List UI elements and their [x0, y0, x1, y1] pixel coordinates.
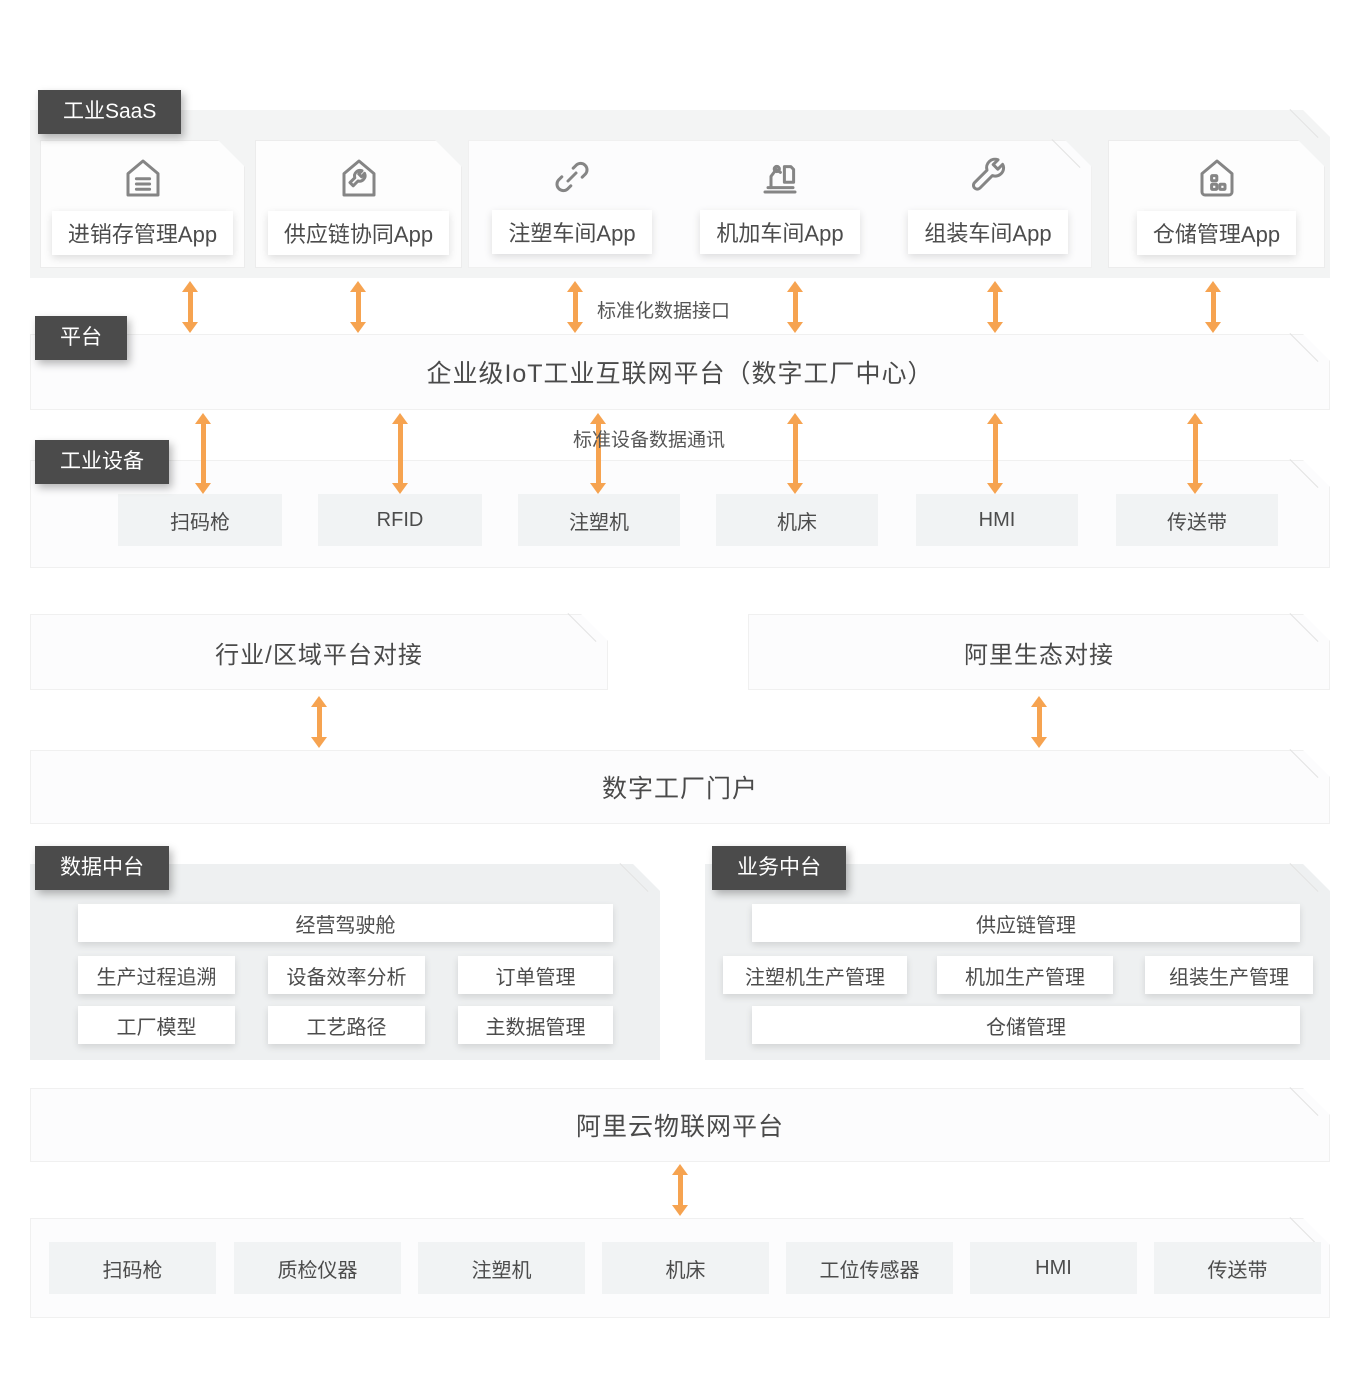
biz-mid-item: 组装生产管理: [1145, 956, 1313, 994]
device-item: 注塑机: [518, 494, 680, 546]
device-item: 机床: [716, 494, 878, 546]
data-mid-item: 工厂模型: [78, 1006, 235, 1044]
double-arrow: [1031, 696, 1047, 748]
saas-section-tag: 工业SaaS: [38, 90, 182, 134]
app-card-assembly: 组装车间App: [884, 140, 1092, 268]
double-arrow: [1187, 413, 1203, 494]
app-card-machining: 机加车间App: [676, 140, 884, 268]
device-item: HMI: [916, 494, 1078, 546]
robot-arm-icon: [763, 164, 797, 194]
biz-mid-item: 仓储管理: [752, 1006, 1300, 1044]
supply-chain-house-icon: [335, 154, 383, 202]
industrial-devices-tag: 工业设备: [35, 440, 169, 484]
chain-link-icon: [555, 161, 589, 193]
app-card-supply-chain: 供应链协同App: [255, 140, 462, 268]
data-mid-item: 主数据管理: [458, 1006, 613, 1044]
double-arrow: [787, 281, 803, 333]
device-item: 扫码枪: [118, 494, 282, 546]
inventory-house-icon: [119, 154, 167, 202]
biz-mid-item: 供应链管理: [752, 904, 1300, 942]
app-label: 供应链协同App: [268, 211, 449, 255]
connector-label: 行业/区域平台对接: [215, 641, 423, 669]
double-arrow: [987, 281, 1003, 333]
data-mid-item: 经营驾驶舱: [78, 904, 613, 942]
platform-tag: 平台: [35, 316, 127, 360]
double-arrow: [672, 1164, 688, 1216]
data-mid-platform-tag: 数据中台: [35, 846, 169, 890]
app-label: 机加车间App: [700, 210, 860, 254]
data-mid-item: 工艺路径: [268, 1006, 425, 1044]
double-arrow: [195, 413, 211, 494]
data-mid-item: 订单管理: [458, 956, 613, 994]
warehouse-icon: [1193, 154, 1241, 202]
double-arrow: [1205, 281, 1221, 333]
industry-region-connector: 行业/区域平台对接: [30, 614, 608, 690]
aliyun-iot-bar: 阿里云物联网平台: [30, 1088, 1330, 1162]
portal-bar: 数字工厂门户: [30, 750, 1330, 824]
double-arrow: [182, 281, 198, 333]
edge-device-item: 质检仪器: [234, 1242, 401, 1294]
app-label: 进销存管理App: [52, 211, 233, 255]
edge-device-item: 注塑机: [418, 1242, 585, 1294]
app-card-injection: 注塑车间App: [468, 140, 676, 268]
double-arrow: [787, 413, 803, 494]
biz-mid-item: 机加生产管理: [937, 956, 1113, 994]
double-arrow: [311, 696, 327, 748]
edge-device-item: 工位传感器: [786, 1242, 953, 1294]
double-arrow: [987, 413, 1003, 494]
data-mid-item: 设备效率分析: [268, 956, 425, 994]
portal-bar-title: 数字工厂门户: [601, 775, 758, 803]
platform-bar: 企业级IoT工业互联网平台（数字工厂中心）: [30, 334, 1330, 410]
double-arrow: [392, 413, 408, 494]
app-label: 组装车间App: [908, 210, 1068, 254]
connector-label: 阿里生态对接: [964, 641, 1114, 669]
app-card-warehouse: 仓储管理App: [1108, 140, 1325, 268]
app-label: 注塑车间App: [492, 210, 652, 254]
platform-bar-title: 企业级IoT工业互联网平台（数字工厂中心）: [426, 360, 934, 388]
device-item: 传送带: [1116, 494, 1278, 546]
caption-standard-data-interface: 标准化数据接口: [597, 301, 731, 322]
edge-device-item: 机床: [602, 1242, 769, 1294]
biz-mid-item: 注塑机生产管理: [723, 956, 907, 994]
device-item: RFID: [318, 494, 482, 546]
edge-device-item: 传送带: [1154, 1242, 1321, 1294]
data-mid-item: 生产过程追溯: [78, 956, 235, 994]
biz-mid-platform-tag: 业务中台: [712, 846, 846, 890]
ali-ecosystem-connector: 阿里生态对接: [748, 614, 1330, 690]
edge-device-item: 扫码枪: [49, 1242, 216, 1294]
double-arrow: [567, 281, 583, 333]
aliyun-iot-bar-title: 阿里云物联网平台: [575, 1113, 784, 1141]
app-label: 仓储管理App: [1137, 211, 1296, 255]
double-arrow: [350, 281, 366, 333]
edge-device-item: HMI: [970, 1242, 1137, 1294]
caption-standard-device-comm: 标准设备数据通讯: [573, 430, 726, 451]
double-arrow: [590, 413, 606, 494]
app-card-inventory: 进销存管理App: [40, 140, 245, 268]
wrench-icon: [972, 157, 1006, 191]
